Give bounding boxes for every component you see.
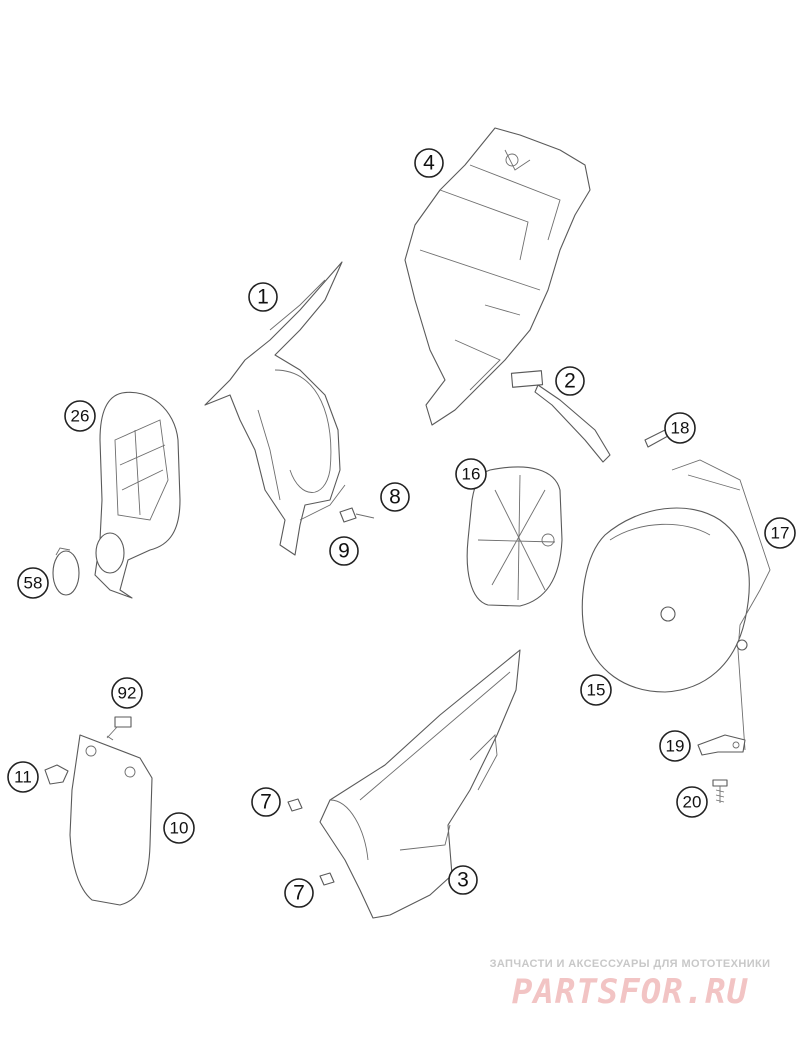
part-mud-flap: [69, 734, 153, 906]
callout-11: 11: [7, 761, 39, 793]
svg-text:20: 20: [683, 793, 702, 812]
callout-26: 26: [64, 400, 96, 432]
part-airbox-frame: [204, 261, 346, 556]
callout-58: 58: [17, 567, 49, 599]
callout-4: 4: [414, 148, 444, 178]
callout-10: 10: [163, 812, 195, 844]
callout-3: 3: [448, 865, 478, 895]
svg-text:18: 18: [671, 419, 690, 438]
svg-text:19: 19: [666, 737, 685, 756]
callout-19: 19: [659, 730, 691, 762]
callout-16: 16: [455, 458, 487, 490]
svg-text:11: 11: [14, 768, 32, 787]
callout-18: 18: [664, 412, 696, 444]
svg-text:15: 15: [587, 681, 606, 700]
callout-17: 17: [764, 517, 796, 549]
part-filter-cage: [466, 466, 563, 607]
part-strap: [510, 370, 611, 463]
part-side-panel: [319, 649, 521, 919]
svg-text:4: 4: [423, 152, 435, 175]
callout-1: 1: [248, 282, 278, 312]
watermark-logo: PARTSFOR.RU: [511, 972, 749, 1012]
callout-9: 9: [329, 536, 359, 566]
part-clip: [339, 507, 375, 523]
callout-7-lower: 7: [284, 878, 314, 908]
part-intake-boot: [94, 391, 181, 599]
callout-2: 2: [555, 366, 585, 396]
svg-text:26: 26: [71, 407, 90, 426]
callout-7-upper: 7: [251, 787, 281, 817]
watermark-caption: ЗАПЧАСТИ И АКСЕССУАРЫ ДЛЯ МОТОТЕХНИКИ: [489, 958, 771, 970]
svg-text:2: 2: [564, 370, 576, 393]
svg-text:17: 17: [771, 524, 790, 543]
svg-text:7: 7: [260, 791, 272, 814]
svg-text:9: 9: [338, 540, 350, 563]
callout-8: 8: [380, 482, 410, 512]
part-screw: [712, 779, 728, 803]
svg-text:92: 92: [118, 684, 137, 703]
watermark: ЗАПЧАСТИ И АКСЕССУАРЫ ДЛЯ МОТОТЕХНИКИ PA…: [470, 958, 790, 1012]
part-screw-upper: [287, 798, 303, 812]
part-bolt: [106, 716, 132, 741]
svg-text:3: 3: [457, 869, 469, 892]
callout-20: 20: [676, 786, 708, 818]
part-hose-clamp: [52, 547, 80, 596]
svg-text:7: 7: [293, 882, 305, 905]
svg-text:10: 10: [170, 819, 189, 838]
part-airbox-housing: [404, 127, 591, 426]
svg-text:8: 8: [389, 486, 401, 509]
callout-92: 92: [111, 677, 143, 709]
part-screw-lower: [319, 872, 335, 886]
part-air-filter: [581, 507, 750, 693]
part-retaining-plate: [697, 734, 746, 756]
svg-text:16: 16: [462, 465, 481, 484]
part-filter-bracket: [671, 459, 771, 751]
svg-text:58: 58: [24, 574, 43, 593]
part-pin: [644, 429, 669, 448]
svg-text:1: 1: [257, 286, 269, 309]
callout-15: 15: [580, 674, 612, 706]
part-nut: [44, 764, 69, 785]
